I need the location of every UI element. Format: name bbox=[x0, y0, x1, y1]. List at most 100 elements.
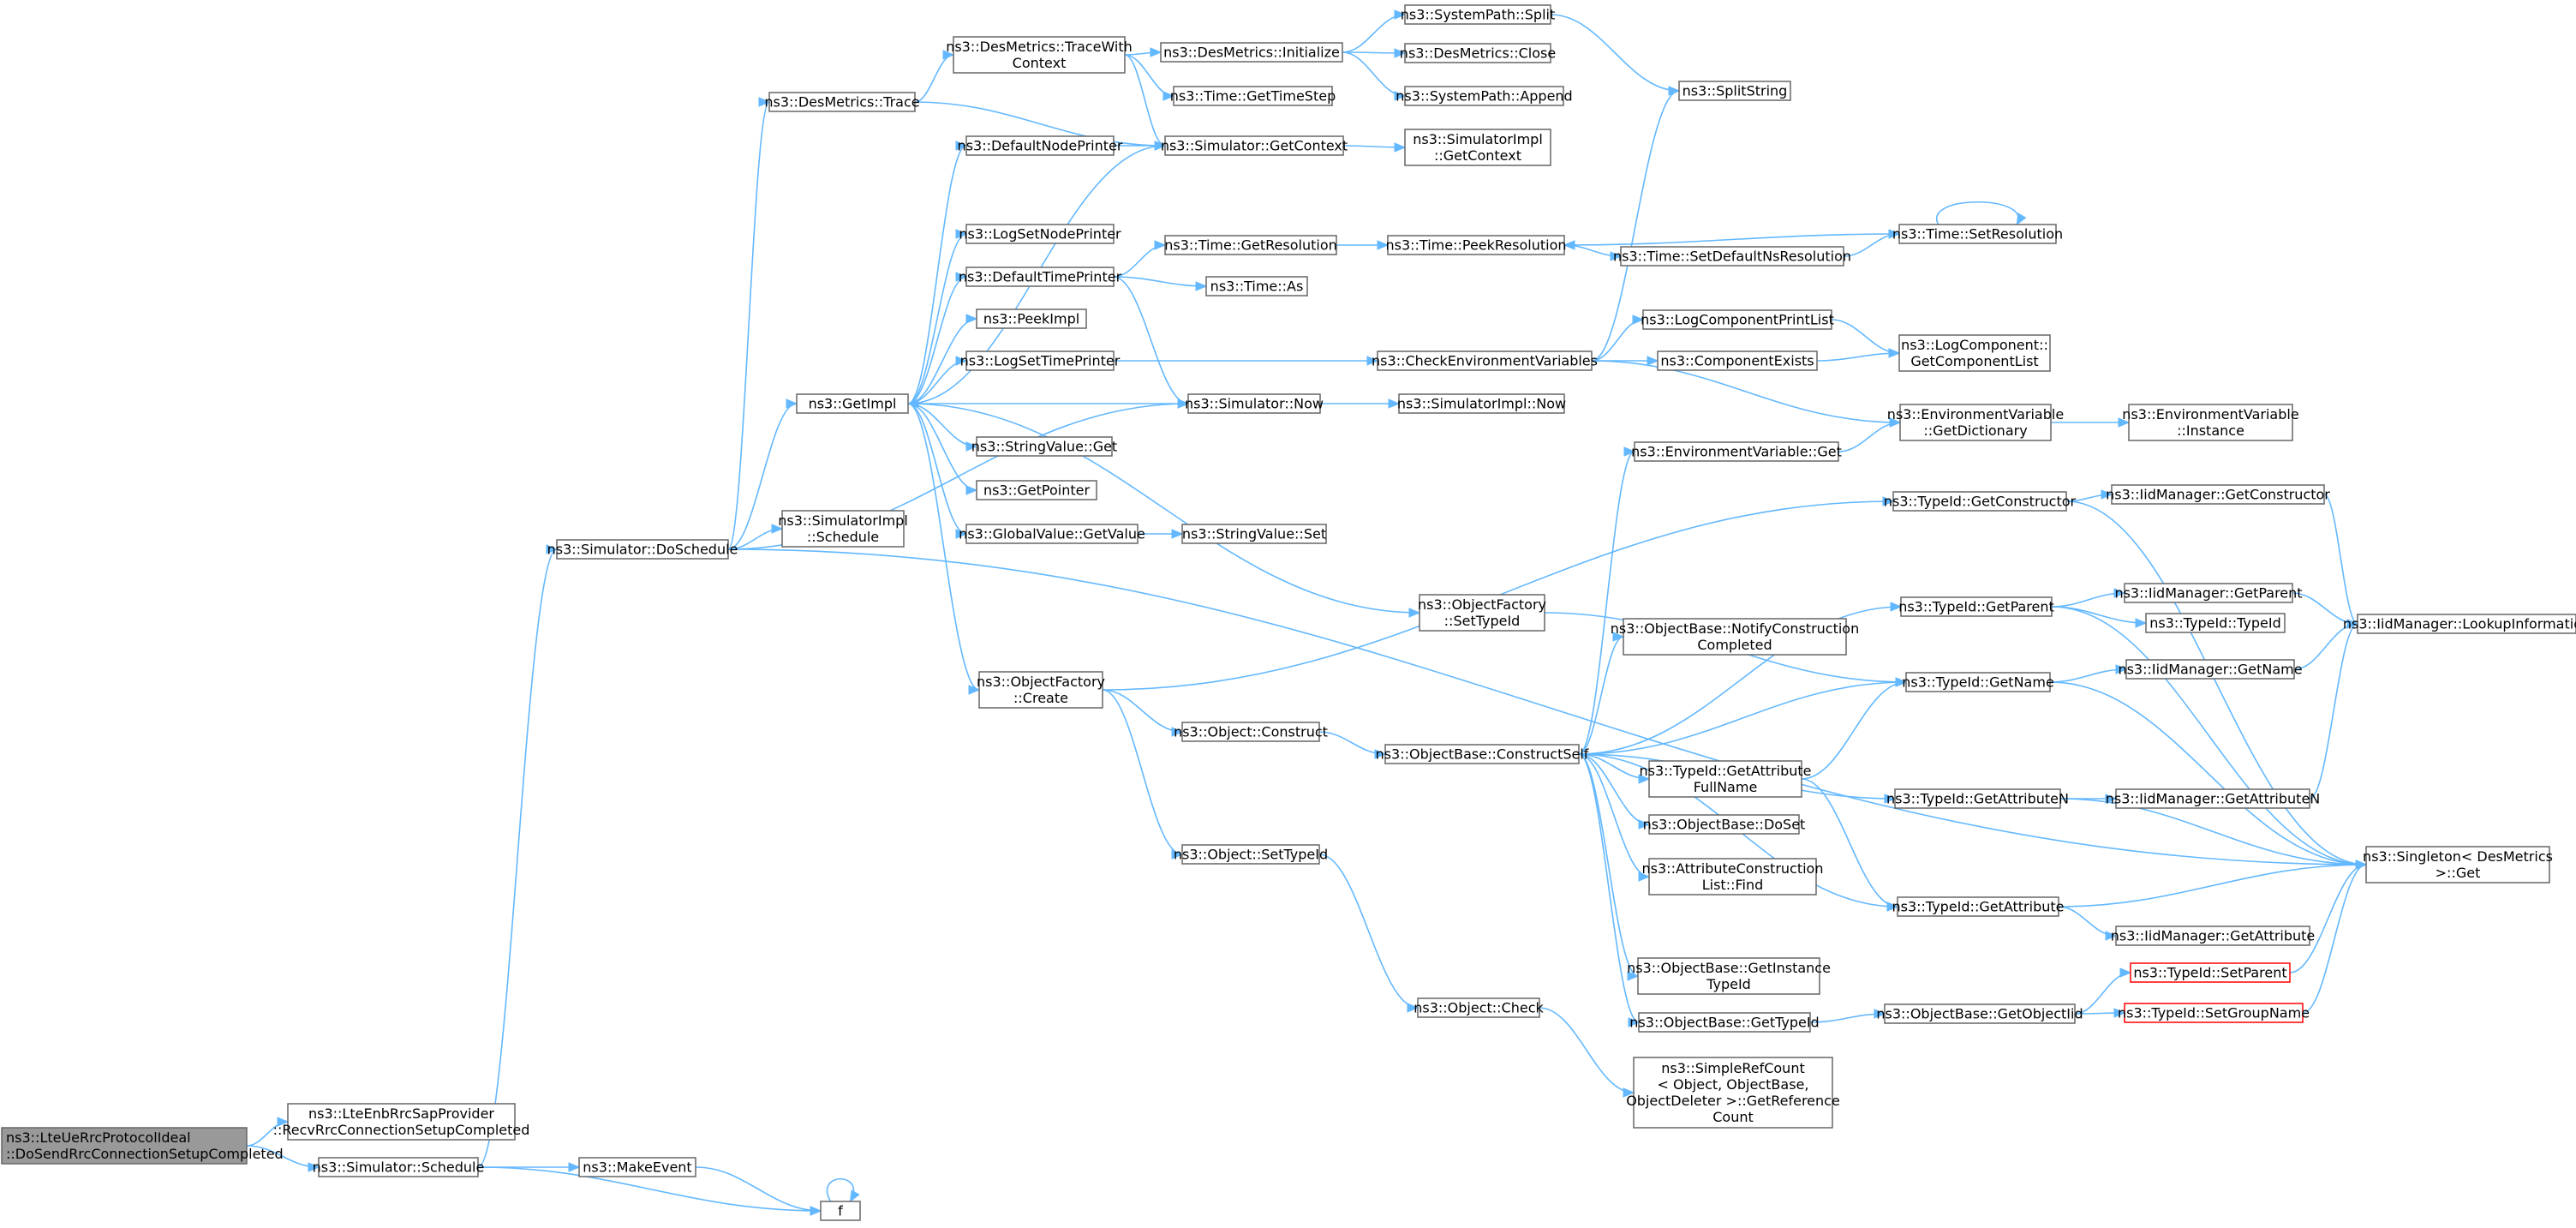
node-sysappend[interactable]: ns3::SystemPath::Append bbox=[1396, 86, 1573, 106]
node-timegetresolution[interactable]: ns3::Time::GetResolution bbox=[1164, 235, 1337, 255]
edge-arrowhead bbox=[810, 1206, 822, 1216]
node-logcompprintlist[interactable]: ns3::LogComponentPrintList bbox=[1641, 309, 1834, 330]
edge-line bbox=[1801, 681, 1907, 780]
node-destrace[interactable]: ns3::DesMetrics::Trace bbox=[764, 92, 920, 112]
node-typeidgetattrn[interactable]: ns3::TypeId::GetAttributeN bbox=[1886, 788, 2069, 809]
node-notifyconstruction[interactable]: ns3::ObjectBase::NotifyConstructionCompl… bbox=[1611, 618, 1859, 656]
edge-typeidsetgroupname-to-singletonget bbox=[2302, 860, 2368, 1014]
node-box bbox=[976, 480, 1097, 500]
edge-line bbox=[1935, 201, 2020, 225]
node-peekimpl[interactable]: ns3::PeekImpl bbox=[976, 308, 1087, 329]
node-stringvalueset[interactable]: ns3::StringValue::Set bbox=[1181, 524, 1327, 544]
node-envget[interactable]: ns3::EnvironmentVariable::Get bbox=[1631, 441, 1842, 462]
node-typeidgetattr[interactable]: ns3::TypeId::GetAttribute bbox=[1892, 896, 2065, 917]
node-objectfactorysettypeid[interactable]: ns3::ObjectFactory::SetTypeId bbox=[1418, 594, 1546, 632]
node-objectcheck[interactable]: ns3::Object::Check bbox=[1414, 997, 1545, 1018]
node-typeidtypeid[interactable]: ns3::TypeId::TypeId bbox=[2145, 613, 2286, 633]
node-logcompgetlist[interactable]: ns3::LogComponent::GetComponentList bbox=[1898, 334, 2051, 372]
node-label: ns3::Singleton< DesMetrics bbox=[2363, 848, 2553, 865]
node-objectconstruct[interactable]: ns3::Object::Construct bbox=[1174, 722, 1328, 742]
node-typeidgetname[interactable]: ns3::TypeId::GetName bbox=[1902, 672, 2054, 692]
edge-line bbox=[1342, 14, 1406, 53]
node-timesetdefaultns[interactable]: ns3::Time::SetDefaultNsResolution bbox=[1613, 246, 1851, 267]
node-typeidsetgroupname[interactable]: ns3::TypeId::SetGroupName bbox=[2118, 1003, 2310, 1023]
node-label: ns3::LteUeRrcProtocolIdeal bbox=[6, 1129, 191, 1146]
node-getimpl[interactable]: ns3::GetImpl bbox=[796, 393, 909, 414]
edge-arrowhead bbox=[1154, 141, 1167, 151]
node-iidgetname[interactable]: ns3::IidManager::GetName bbox=[2118, 659, 2303, 680]
node-objectbasegettypeid[interactable]: ns3::ObjectBase::GetTypeId bbox=[1629, 1012, 1820, 1033]
node-root[interactable]: ns3::LteUeRrcProtocolIdeal::DoSendRrcCon… bbox=[1, 1127, 284, 1165]
edge-arrowhead bbox=[1627, 971, 1640, 981]
node-defaultnodeprinter[interactable]: ns3::DefaultNodePrinter bbox=[958, 135, 1123, 156]
node-typeidsetparent[interactable]: ns3::TypeId::SetParent bbox=[2130, 962, 2291, 983]
edge-line bbox=[1578, 636, 1624, 755]
node-getpointer[interactable]: ns3::GetPointer bbox=[976, 480, 1097, 500]
node-envinstance[interactable]: ns3::EnvironmentVariable::Instance bbox=[2122, 404, 2299, 441]
node-desinit[interactable]: ns3::DesMetrics::Initialize bbox=[1160, 42, 1343, 63]
node-f[interactable]: f bbox=[820, 1201, 861, 1221]
node-getcontext[interactable]: ns3::Simulator::GetContext bbox=[1161, 135, 1348, 156]
edge-arrowhead bbox=[906, 398, 919, 409]
node-box bbox=[1387, 235, 1565, 255]
edge-line bbox=[1539, 1007, 1635, 1093]
node-constructself[interactable]: ns3::ObjectBase::ConstructSelf bbox=[1376, 744, 1589, 764]
edge-arrowhead bbox=[1889, 417, 1902, 428]
node-compexists[interactable]: ns3::ComponentExists bbox=[1657, 350, 1818, 371]
node-simnow[interactable]: ns3::Simulator::Now bbox=[1185, 393, 1324, 414]
node-box bbox=[1384, 744, 1580, 764]
node-iidgetattrn[interactable]: ns3::IidManager::GetAttributeN bbox=[2106, 788, 2321, 809]
node-checkenv[interactable]: ns3::CheckEnvironmentVariables bbox=[1372, 350, 1598, 371]
node-timeas[interactable]: ns3::Time::As bbox=[1205, 276, 1308, 297]
edge-iidgetconstructor-to-iidlookup bbox=[2323, 494, 2359, 629]
edge-defaultnodeprinter-to-getcontext bbox=[1114, 141, 1167, 151]
node-label: ns3::IidManager::GetConstructor bbox=[2106, 486, 2330, 502]
edge-constructself-to-objectbasegettypeid bbox=[1578, 753, 1641, 1027]
node-sysplit[interactable]: ns3::SystemPath::Split bbox=[1401, 4, 1556, 25]
node-schedule[interactable]: ns3::Simulator::Schedule bbox=[313, 1157, 485, 1177]
node-getobjectiid[interactable]: ns3::ObjectBase::GetObjectIid bbox=[1876, 1003, 2083, 1024]
node-defaulttimeprinter[interactable]: ns3::DefaultTimePrinter bbox=[959, 267, 1122, 287]
node-iidgetconstructor[interactable]: ns3::IidManager::GetConstructor bbox=[2106, 484, 2330, 505]
node-makeevent[interactable]: ns3::MakeEvent bbox=[578, 1157, 696, 1177]
node-singletonget[interactable]: ns3::Singleton< DesMetrics >::Get bbox=[2363, 846, 2553, 884]
edge-line bbox=[2051, 592, 2125, 608]
node-stringvalueget[interactable]: ns3::StringValue::Get bbox=[971, 436, 1117, 457]
node-simimplnow[interactable]: ns3::SimulatorImpl::Now bbox=[1397, 393, 1566, 414]
node-typeidgetparent[interactable]: ns3::TypeId::GetParent bbox=[1898, 596, 2054, 617]
node-envgetdict[interactable]: ns3::EnvironmentVariable::GetDictionary bbox=[1887, 404, 2064, 441]
node-timesetresolution[interactable]: ns3::Time::SetResolution bbox=[1892, 224, 2063, 244]
node-objectfactorycreate[interactable]: ns3::ObjectFactory::Create bbox=[977, 671, 1105, 709]
node-typeidgetconstructor[interactable]: ns3::TypeId::GetConstructor bbox=[1884, 491, 2077, 512]
node-box bbox=[1181, 524, 1327, 544]
node-iidgetattr[interactable]: ns3::IidManager::GetAttribute bbox=[2111, 925, 2316, 946]
node-simplerefcount[interactable]: ns3::SimpleRefCount< Object, ObjectBase,… bbox=[1626, 1057, 1840, 1129]
node-gettimestep[interactable]: ns3::Time::GetTimeStep bbox=[1170, 86, 1336, 106]
node-label: ns3::SimulatorImpl bbox=[1413, 131, 1543, 147]
node-iidgetparent[interactable]: ns3::IidManager::GetParent bbox=[2114, 583, 2303, 603]
edge-line bbox=[695, 1166, 822, 1212]
node-recv[interactable]: ns3::LteEnbRrcSapProvider::RecvRrcConnec… bbox=[273, 1103, 530, 1141]
node-objectsettypeid[interactable]: ns3::Object::SetTypeId bbox=[1174, 844, 1328, 865]
node-box bbox=[965, 524, 1139, 544]
node-box bbox=[1187, 393, 1321, 414]
node-desclose[interactable]: ns3::DesMetrics::Close bbox=[1400, 43, 1556, 63]
node-splitstring[interactable]: ns3::SplitString bbox=[1678, 81, 1791, 101]
node-simimplschedule[interactable]: ns3::SimulatorImpl::Schedule bbox=[778, 510, 908, 548]
node-label: ns3::LogSetNodePrinter bbox=[959, 225, 1121, 242]
node-doschedule[interactable]: ns3::Simulator::DoSchedule bbox=[547, 539, 738, 560]
node-logsettimeprinter[interactable]: ns3::LogSetTimePrinter bbox=[960, 350, 1121, 371]
node-globalvalueget[interactable]: ns3::GlobalValue::GetValue bbox=[959, 524, 1145, 544]
node-simimplgetcontext[interactable]: ns3::SimulatorImpl::GetContext bbox=[1404, 129, 1551, 166]
node-iidlookup[interactable]: ns3::IidManager::LookupInformation bbox=[2343, 614, 2576, 634]
node-objectbasedoset[interactable]: ns3::ObjectBase::DoSet bbox=[1643, 814, 1806, 835]
edge-line bbox=[727, 101, 770, 550]
edge-arrowhead bbox=[2105, 794, 2118, 804]
node-timepeekresolution[interactable]: ns3::Time::PeekResolution bbox=[1385, 235, 1567, 255]
node-logsetnodeprinter[interactable]: ns3::LogSetNodePrinter bbox=[959, 224, 1121, 244]
